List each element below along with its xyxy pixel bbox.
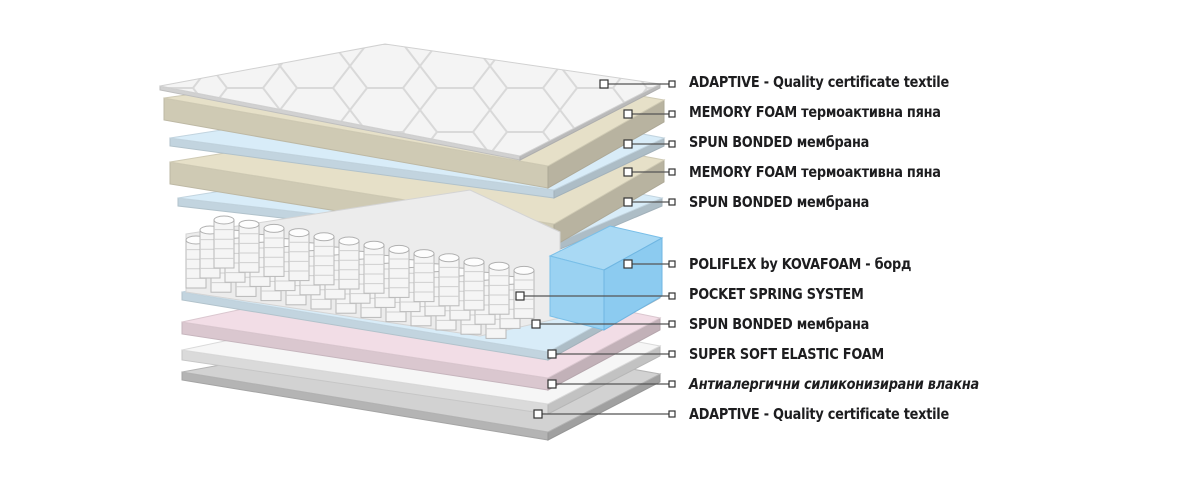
leader-memory-foam-2 bbox=[623, 167, 676, 177]
spring-coil bbox=[288, 228, 310, 282]
leader-poliflex bbox=[623, 259, 676, 269]
spring-coil bbox=[263, 223, 285, 277]
leader-lines bbox=[515, 79, 676, 419]
spring-coil bbox=[413, 249, 435, 303]
leader-pocket-spring bbox=[515, 291, 676, 301]
spring-coil bbox=[238, 219, 260, 273]
leader-adaptive-bottom bbox=[533, 409, 676, 419]
spring-coil bbox=[438, 253, 460, 307]
label-super-soft-foam: SUPER SOFT ELASTIC FOAM bbox=[689, 345, 885, 363]
label-spun-bonded-1: SPUN BONDED мембрана bbox=[689, 133, 870, 151]
pocket-springs bbox=[185, 189, 664, 339]
label-adaptive-bottom: ADAPTIVE - Quality certificate textile bbox=[689, 405, 949, 423]
spring-coil bbox=[213, 215, 235, 269]
leader-spun-bonded-1 bbox=[623, 139, 676, 149]
spring-coil bbox=[488, 261, 510, 315]
label-poliflex: POLIFLEX by KOVAFOAM - борд bbox=[689, 255, 912, 273]
spring-coil bbox=[313, 232, 335, 286]
spring-coil bbox=[388, 244, 410, 298]
layer-adaptive-top bbox=[159, 43, 662, 161]
poliflex-border bbox=[548, 225, 664, 331]
label-memory-foam-1: MEMORY FOAM термоактивна пяна bbox=[689, 103, 941, 121]
leader-super-soft-foam bbox=[547, 349, 676, 359]
label-antiallergic-fibers: Антиалергични силиконизирани влакна bbox=[689, 375, 979, 393]
spring-coil bbox=[363, 240, 385, 294]
label-spun-bonded-3: SPUN BONDED мембрана bbox=[689, 315, 870, 333]
label-memory-foam-2: MEMORY FOAM термоактивна пяна bbox=[689, 163, 941, 181]
leader-adaptive-top bbox=[599, 79, 676, 89]
label-pocket-spring: POCKET SPRING SYSTEM bbox=[689, 285, 864, 303]
leader-spun-bonded-3 bbox=[531, 319, 676, 329]
spring-coil bbox=[463, 257, 485, 311]
label-spun-bonded-2: SPUN BONDED мембрана bbox=[689, 193, 870, 211]
leader-spun-bonded-2 bbox=[623, 197, 676, 207]
leader-antiallergic-fibers bbox=[547, 379, 676, 389]
leader-memory-foam-1 bbox=[623, 109, 676, 119]
spring-coil bbox=[338, 236, 360, 290]
label-adaptive-top: ADAPTIVE - Quality certificate textile bbox=[689, 73, 949, 91]
